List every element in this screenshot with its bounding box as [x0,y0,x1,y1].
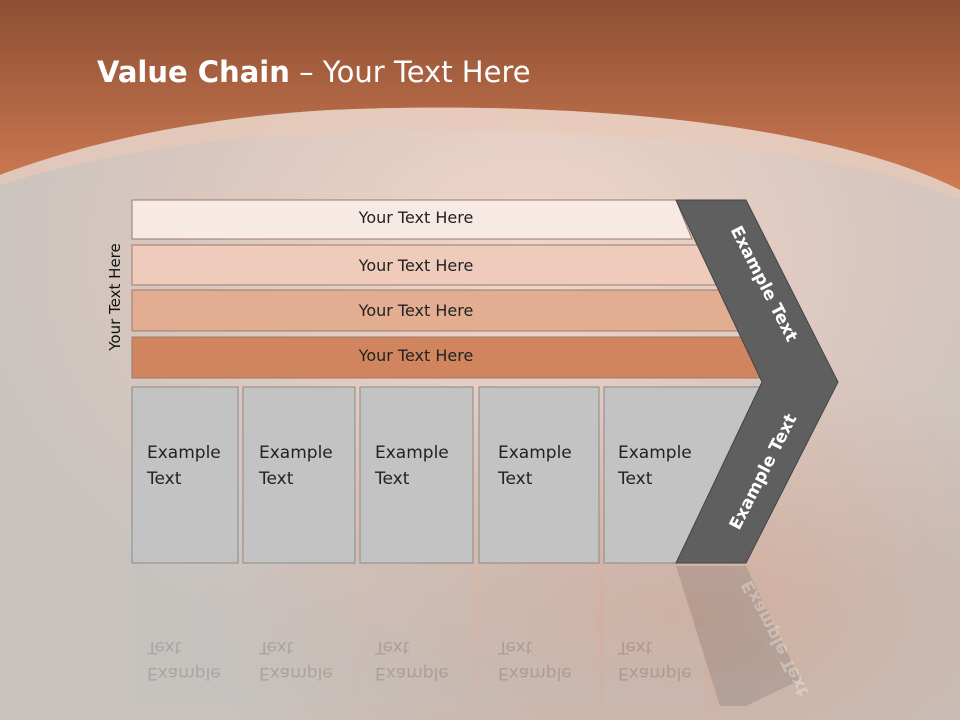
box-4-shape [478,386,600,564]
bar-1-label: Your Text Here [358,208,474,227]
reflection [132,566,800,706]
chevron-shape [675,199,839,564]
title-rest: – Your Text Here [289,55,531,89]
bar-4-label: Your Text Here [358,346,474,365]
title-bold: Value Chain [97,55,290,89]
box-3-shape [359,386,474,564]
bar-3-label: Your Text Here [358,301,474,320]
bar-2-label: Your Text Here [358,256,474,275]
box-1-shape [131,386,239,564]
box-2-shape [242,386,356,564]
bar-1-shape [131,199,693,240]
slide-title: Value Chain – Your Text Here [97,55,531,89]
